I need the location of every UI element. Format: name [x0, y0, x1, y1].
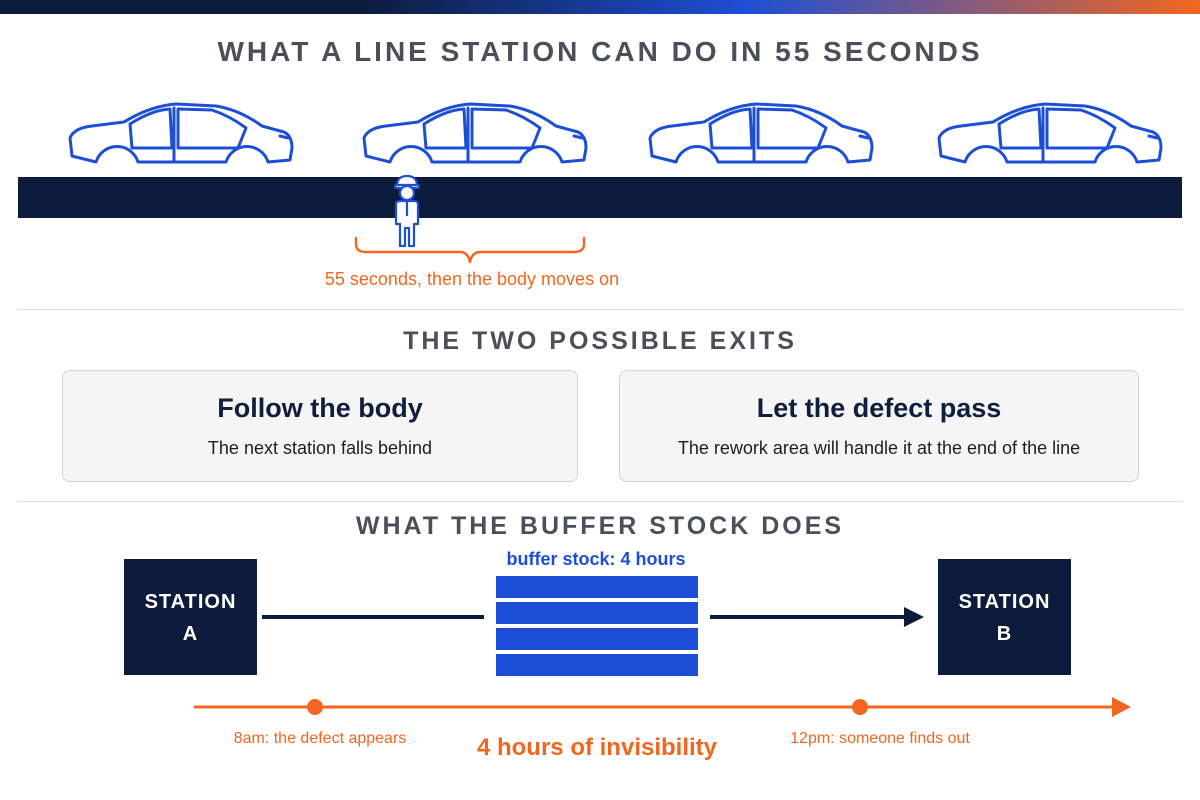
invisibility-gap-label: 4 hours of invisibility	[476, 734, 718, 761]
section-divider	[18, 309, 1182, 310]
section-title-line-station: WHAT A LINE STATION CAN DO IN 55 SECONDS	[217, 36, 983, 67]
station-b-letter: B	[996, 623, 1013, 645]
buffer-layer	[496, 654, 698, 676]
car-body-icon	[362, 102, 588, 164]
timeline-arrow-head-icon	[1112, 697, 1131, 717]
buffer-stock-stack	[496, 576, 698, 677]
exit-card-text: The next station falls behind	[207, 438, 433, 458]
station-a-label: STATION	[144, 591, 237, 613]
station-a-box: STATION A	[124, 559, 257, 675]
timeline-marker-end	[852, 699, 868, 715]
buffer-layer	[496, 628, 698, 650]
exit-card-title: Follow the body	[217, 393, 423, 423]
cycle-time-bracket	[354, 236, 586, 264]
exit-card-follow-body: Follow the body The next station falls b…	[62, 370, 578, 482]
station-b-box: STATION B	[938, 559, 1071, 675]
section-title-exits: THE TWO POSSIBLE EXITS	[403, 327, 797, 355]
timeline-end-label: 12pm: someone finds out	[790, 730, 970, 747]
assembly-line-conveyor	[18, 177, 1182, 218]
car-body-icon	[648, 102, 874, 164]
worker-icon	[393, 174, 421, 248]
station-a-letter: A	[182, 623, 199, 645]
buffer-layer	[496, 576, 698, 598]
section-title-buffer: WHAT THE BUFFER STOCK DOES	[355, 512, 845, 540]
car-body-icon	[68, 102, 294, 164]
timeline-start-label: 8am: the defect appears	[233, 730, 407, 747]
top-gradient-bar	[0, 0, 1200, 14]
arrow-head-icon	[904, 607, 924, 627]
exit-card-text: The rework area will handle it at the en…	[677, 438, 1081, 458]
timeline-marker-start	[307, 699, 323, 715]
buffer-stock-label: buffer stock: 4 hours	[506, 549, 686, 569]
station-b-label: STATION	[958, 591, 1051, 613]
buffer-layer	[496, 602, 698, 624]
exit-card-let-defect-pass: Let the defect pass The rework area will…	[619, 370, 1139, 482]
car-body-icon	[937, 102, 1163, 164]
cycle-time-label: 55 seconds, then the body moves on	[324, 269, 620, 289]
exit-card-title: Let the defect pass	[756, 393, 1002, 423]
section-divider	[18, 501, 1182, 502]
